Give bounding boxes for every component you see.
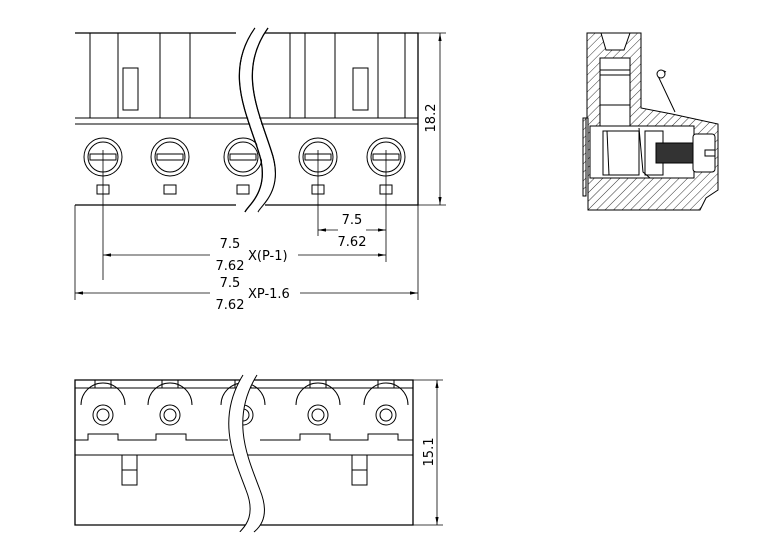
screw-outer-ring xyxy=(150,137,190,177)
side-section-view xyxy=(582,32,719,211)
bottom-terminal xyxy=(147,379,193,426)
span-pitch-a: 7.5 xyxy=(220,237,241,252)
overall-pitch-a: 7.5 xyxy=(220,276,241,291)
screw-inner xyxy=(163,408,177,422)
overall-pitch-b: 7.62 xyxy=(216,298,245,313)
screw-head-icon xyxy=(154,141,186,173)
height-18-2-label: 18.2 xyxy=(424,104,439,133)
top-tab xyxy=(94,379,112,389)
bottom-terminal xyxy=(363,379,409,426)
height-15-1-label: 15.1 xyxy=(422,438,437,467)
top-tab xyxy=(377,379,395,389)
terminal-arc xyxy=(295,382,341,406)
bottom-view: 15.1 xyxy=(74,374,443,533)
top-tab xyxy=(161,379,179,389)
screw-terminal xyxy=(150,137,190,195)
wire-entry xyxy=(236,184,250,195)
screw-inner xyxy=(311,408,325,422)
screw-head-icon xyxy=(227,141,259,173)
terminal-arc xyxy=(80,382,126,406)
screw-hole xyxy=(159,404,181,426)
screw-hole xyxy=(92,404,114,426)
bottom-terminal xyxy=(295,379,341,426)
wire-entry xyxy=(163,184,177,195)
screw-hole xyxy=(375,404,397,426)
screw-inner xyxy=(96,408,110,422)
terminal-arc xyxy=(147,382,193,406)
bottom-terminal xyxy=(80,379,126,426)
pitch-label-b: 7.62 xyxy=(338,235,367,250)
overall-label: XP-1.6 xyxy=(248,287,290,302)
front-view xyxy=(75,27,419,213)
pitch-label-a: 7.5 xyxy=(342,213,363,228)
terminal-arc xyxy=(363,382,409,406)
screw-hole xyxy=(307,404,329,426)
span-pitch-b: 7.62 xyxy=(216,259,245,274)
span-label: X(P-1) xyxy=(248,249,288,264)
screw-slot xyxy=(156,153,184,161)
screw-inner xyxy=(379,408,393,422)
top-tab xyxy=(309,379,327,389)
screw-slot xyxy=(229,153,257,161)
plug-tab xyxy=(122,67,139,111)
plug-tab xyxy=(352,67,369,111)
dimensions-front: 18.2 7.5 7.62 7.5 7.62 X(P-1) 7.5 7.62 X… xyxy=(74,32,446,313)
